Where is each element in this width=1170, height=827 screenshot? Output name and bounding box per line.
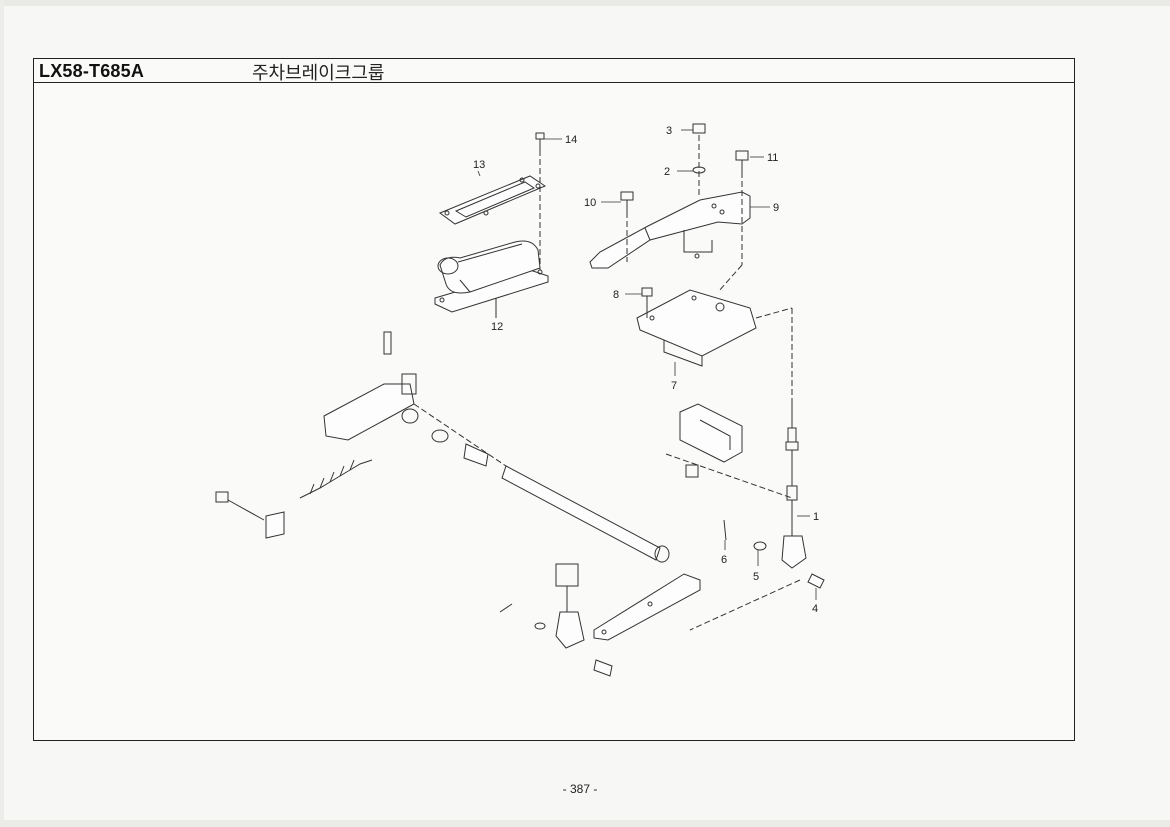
callout-12: 12 <box>491 321 503 333</box>
part-5-washer <box>753 541 767 551</box>
part-9-brake-lever <box>589 191 751 269</box>
callout-2: 2 <box>664 166 670 178</box>
part-11-bolt <box>735 150 749 172</box>
part-4-pin <box>807 573 825 589</box>
part-8-bolt <box>641 287 653 318</box>
part-1-cable <box>781 398 807 569</box>
diagram-frame: LX58-T685A 주차브레이크그룹 <box>33 58 1075 741</box>
part-12-boot <box>434 240 549 313</box>
callout-5: 5 <box>753 571 759 583</box>
part-6-split-pin <box>723 519 727 541</box>
part-10-bolt <box>620 191 634 212</box>
page-edge-top <box>0 0 1170 6</box>
part-14-bolt <box>535 132 545 150</box>
spring-anchor-plate <box>265 511 285 539</box>
cable-bracket <box>679 403 743 478</box>
part-7-bracket <box>636 289 757 367</box>
callout-10: 10 <box>584 197 596 209</box>
callout-9: 9 <box>773 202 779 214</box>
anchor-bolt <box>215 491 265 521</box>
page-edge-left <box>0 0 4 827</box>
callout-4: 4 <box>812 603 818 615</box>
callout-14: 14 <box>565 134 577 146</box>
lower-clevis <box>499 563 613 677</box>
callout-8: 8 <box>613 289 619 301</box>
callout-11: 11 <box>767 152 778 164</box>
part-3-nut <box>692 123 706 134</box>
callout-13: 13 <box>473 159 485 171</box>
header-bar: LX58-T685A 주차브레이크그룹 <box>34 59 1074 84</box>
callout-6: 6 <box>721 554 727 566</box>
brake-shaft-assembly <box>323 331 701 641</box>
group-title: 주차브레이크그룹 <box>252 63 385 84</box>
page-number: - 387 - <box>562 782 598 796</box>
callout-1: 1 <box>813 511 819 523</box>
part-13-gasket-plate <box>438 175 547 225</box>
callout-3: 3 <box>666 125 672 137</box>
return-spring <box>299 459 373 499</box>
callout-7: 7 <box>671 380 677 392</box>
page-edge-bottom <box>0 820 1170 827</box>
model-code: LX58-T685A <box>39 61 145 81</box>
